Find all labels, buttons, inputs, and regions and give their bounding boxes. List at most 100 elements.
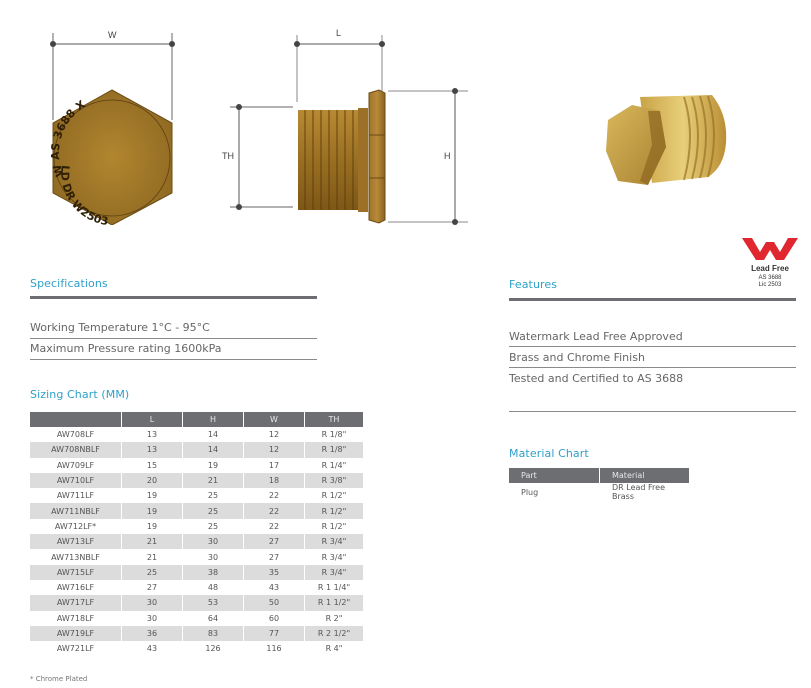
cell-h: 83	[183, 625, 243, 642]
cell-th: R 1 1/2"	[305, 595, 363, 611]
cell-l: 30	[146, 613, 158, 623]
header-th: TH	[305, 412, 363, 427]
feature-row-divider	[509, 411, 796, 412]
cell-model: AW708NBLF	[30, 442, 121, 458]
cell-l: 13	[146, 430, 158, 440]
dimension-label-th: TH	[222, 151, 234, 161]
cell-th: R 2"	[325, 613, 343, 623]
cell-h: 25	[207, 491, 219, 501]
cell-h: 19	[207, 460, 219, 470]
cell-l: 25	[122, 564, 182, 580]
cell-h: 30	[183, 534, 243, 550]
feature-certified: Tested and Certified to AS 3688	[509, 372, 684, 385]
cell-w: 27	[268, 552, 280, 562]
cell-w: 116	[266, 644, 282, 654]
cell-th: R 1/2"	[305, 503, 363, 519]
cell-l: 19	[146, 521, 158, 531]
feature-finish: Brass and Chrome Finish	[509, 351, 645, 364]
cell-w: 22	[268, 491, 280, 501]
hex-plug-side-icon	[230, 35, 468, 225]
cell-part: Plug	[521, 487, 539, 497]
feature-row-divider	[509, 346, 796, 347]
cell-w: 18	[244, 472, 304, 489]
features-title: Features	[509, 278, 558, 291]
watermark-w-icon	[742, 238, 798, 260]
cell-model: AW719LF	[30, 625, 121, 642]
sizing-header-row: L H W TH	[30, 412, 363, 427]
cell-w: 50	[244, 595, 304, 611]
cell-th: R 3/8"	[305, 472, 363, 489]
material-chart-title: Material Chart	[509, 447, 589, 460]
cell-model: AW716LF	[56, 583, 95, 593]
header-material: Material	[600, 468, 689, 483]
sizing-chart-title: Sizing Chart (MM)	[30, 388, 130, 401]
feature-row-divider	[509, 367, 796, 368]
cell-material: DR Lead Free Brass	[612, 483, 665, 501]
cell-w: 12	[268, 430, 280, 440]
cell-w: 77	[244, 625, 304, 642]
product-photo	[600, 85, 740, 200]
feature-watermark-approved: Watermark Lead Free Approved	[509, 330, 683, 343]
cell-th: R 1/8"	[305, 442, 363, 458]
cell-l: 27	[146, 583, 158, 593]
cell-model: AW713LF	[30, 534, 121, 550]
cell-l: 21	[122, 534, 182, 550]
cell-w: 35	[244, 564, 304, 580]
cell-model: AW713NBLF	[51, 552, 100, 562]
cell-h: 48	[207, 583, 219, 593]
cell-model: AW712LF*	[54, 521, 97, 531]
cell-th: R 1 1/4"	[317, 583, 351, 593]
cell-model: AW715LF	[30, 564, 121, 580]
cell-model: AW718LF	[56, 613, 95, 623]
cell-w: 22	[268, 521, 280, 531]
cell-l: 19	[122, 503, 182, 519]
cell-l: 19	[146, 491, 158, 501]
cell-l: 15	[146, 460, 158, 470]
cell-th: R 4"	[325, 644, 343, 654]
cell-model: AW710LF	[30, 472, 121, 489]
badge-standard: AS 3688	[758, 275, 782, 281]
cell-h: 53	[183, 595, 243, 611]
cell-l: 30	[122, 595, 182, 611]
cell-th: R 3/4"	[321, 552, 347, 562]
cell-model: AW711LF	[56, 491, 95, 501]
table-row: Plug DR Lead Free Brass	[509, 483, 689, 501]
cell-model: AW711NBLF	[30, 503, 121, 519]
table-row: AW711LF 19 25 22 R 1/2"	[30, 488, 363, 503]
header-l: L	[122, 412, 182, 427]
material-chart-table: Part Material Plug DR Lead Free Brass	[508, 468, 690, 501]
cell-w: 27	[244, 534, 304, 550]
brass-plug-photo-icon	[606, 95, 727, 185]
cell-th: R 2 1/2"	[305, 625, 363, 642]
spec-row-divider	[30, 338, 317, 339]
side-view-drawing	[225, 30, 475, 230]
header-w: W	[244, 412, 304, 427]
cell-h: 38	[183, 564, 243, 580]
dimension-label-h: H	[444, 151, 451, 161]
cell-model: AW717LF	[30, 595, 121, 611]
cell-w: 17	[268, 460, 280, 470]
cell-h: 14	[207, 430, 219, 440]
cell-th: R 1/2"	[321, 521, 347, 531]
dimension-label-w: W	[108, 30, 117, 40]
cell-l: 21	[146, 552, 158, 562]
cell-h: 126	[205, 644, 221, 654]
cell-h: 21	[183, 472, 243, 489]
cell-th: R 1/2"	[321, 491, 347, 501]
cell-h: 14	[183, 442, 243, 458]
hex-plug-front-icon: W AS 3688 X LD DR W2503	[49, 33, 175, 228]
cell-l: 36	[122, 625, 182, 642]
spec-row-divider	[30, 359, 317, 360]
header-model	[30, 412, 121, 427]
